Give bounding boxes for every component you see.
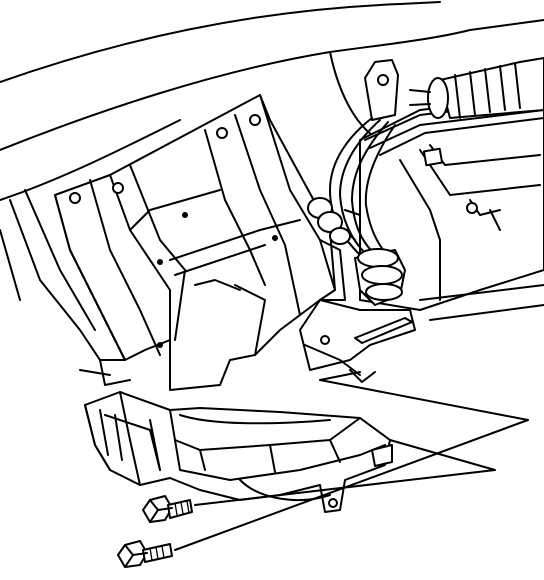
blower-connector bbox=[307, 197, 406, 306]
support-bracket bbox=[54, 94, 346, 391]
hex-bolt-icon bbox=[117, 540, 173, 568]
lower-slot-bracket bbox=[299, 299, 416, 383]
leader-lines bbox=[174, 371, 529, 551]
mounting-hole-icon bbox=[69, 192, 81, 204]
mounting-hole-icon bbox=[112, 182, 124, 194]
cowl-panel-outline bbox=[0, 1, 544, 201]
mounting-hole-icon bbox=[249, 114, 261, 126]
air-duct-icon bbox=[84, 391, 393, 513]
side-panel bbox=[0, 189, 131, 386]
actuator-cylinder bbox=[409, 57, 544, 119]
mounting-hole-icon bbox=[216, 127, 228, 139]
upper-mounting-tab bbox=[364, 59, 399, 121]
hex-bolt-icon bbox=[142, 495, 193, 523]
